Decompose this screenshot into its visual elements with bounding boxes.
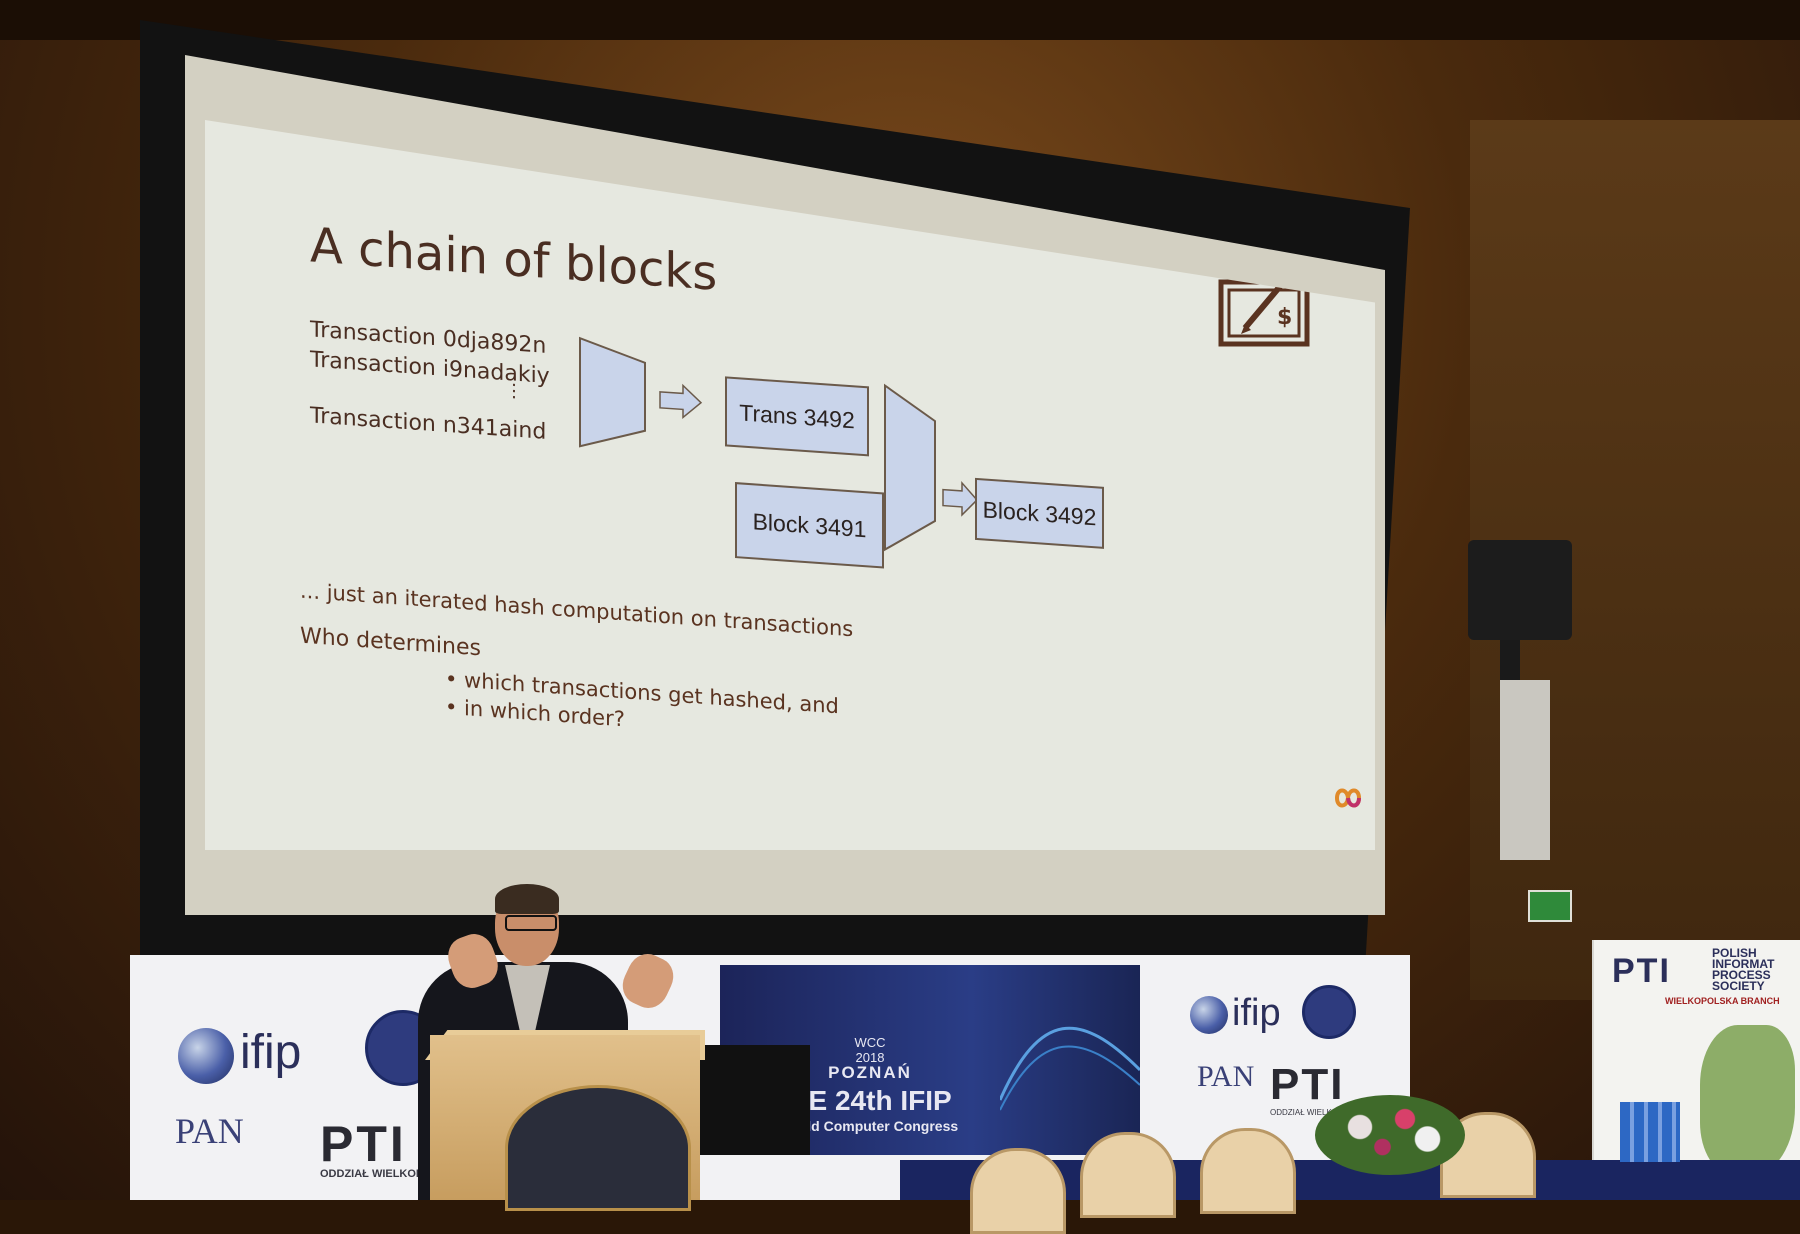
pan-logo-text: PAN [1197,1060,1255,1093]
chair [1200,1128,1296,1214]
ifip-globe-icon [1190,996,1228,1034]
chair [1080,1132,1176,1218]
university-seal-icon [1302,985,1356,1039]
pti-logo-text: PTI [1270,1060,1345,1109]
pti-banner-text: POLISH INFORMAT PROCESS SOCIETY [1712,946,1775,993]
chair [970,1148,1066,1234]
speaker-mount [1500,640,1520,680]
wcc-congress: rld Computer Congress [801,1118,959,1134]
block-box-previous: Block 3491 [735,482,884,569]
glasses-icon [505,915,557,931]
pti-banner-subtitle: WIELKOPOLSKA BRANCH [1665,996,1780,1006]
loudspeaker [1468,540,1572,640]
ifip-globe-icon [178,1028,234,1084]
confidence-monitor [690,1045,810,1155]
pti-logo-text: PTI [320,1116,407,1172]
pan-logo-text: PAN [175,1111,244,1151]
hash-funnel-right [884,383,936,552]
slide-content: A chain of blocks Transaction 0dja892n T… [205,120,1375,850]
wcc-city: POZNAŃ [828,1063,912,1082]
ifip-logo-text: ifip [1232,992,1281,1034]
block-box-next: Block 3492 [975,477,1104,549]
svg-text:$: $ [1277,305,1292,330]
pti-banner-logo: PTI [1612,952,1671,990]
wcc-ifip-title: HE 24th IFIP [788,1085,952,1116]
wcc-year: WCC 2018 [854,1035,886,1065]
arrow-right-icon [659,383,703,420]
water-bottles [1620,1102,1680,1162]
arrow-right-icon [942,480,979,517]
flower-bouquet [1315,1095,1465,1175]
wall-speaker-column [1500,680,1550,860]
hash-funnel-left [579,336,646,448]
trans-box: Trans 3492 [725,376,869,457]
exit-sign-icon [1528,890,1572,922]
wave-graphic [1000,1026,1140,1111]
hash-chain-diagram [579,336,979,552]
infinity-logo-icon [1334,788,1362,808]
map-graphic [1700,1025,1795,1175]
pti-branch-text: ODDZIAŁ WIELKO [1270,1108,1339,1117]
ifip-logo-text: ifip [240,1026,302,1079]
pti-branch-text: ODDZIAŁ WIELKOPOLS [320,1168,446,1180]
podium-seal-icon [505,1085,691,1211]
presentation-slide: A chain of blocks Transaction 0dja892n T… [205,120,1375,850]
speaker-hair [495,884,559,914]
ceiling [0,0,1800,40]
